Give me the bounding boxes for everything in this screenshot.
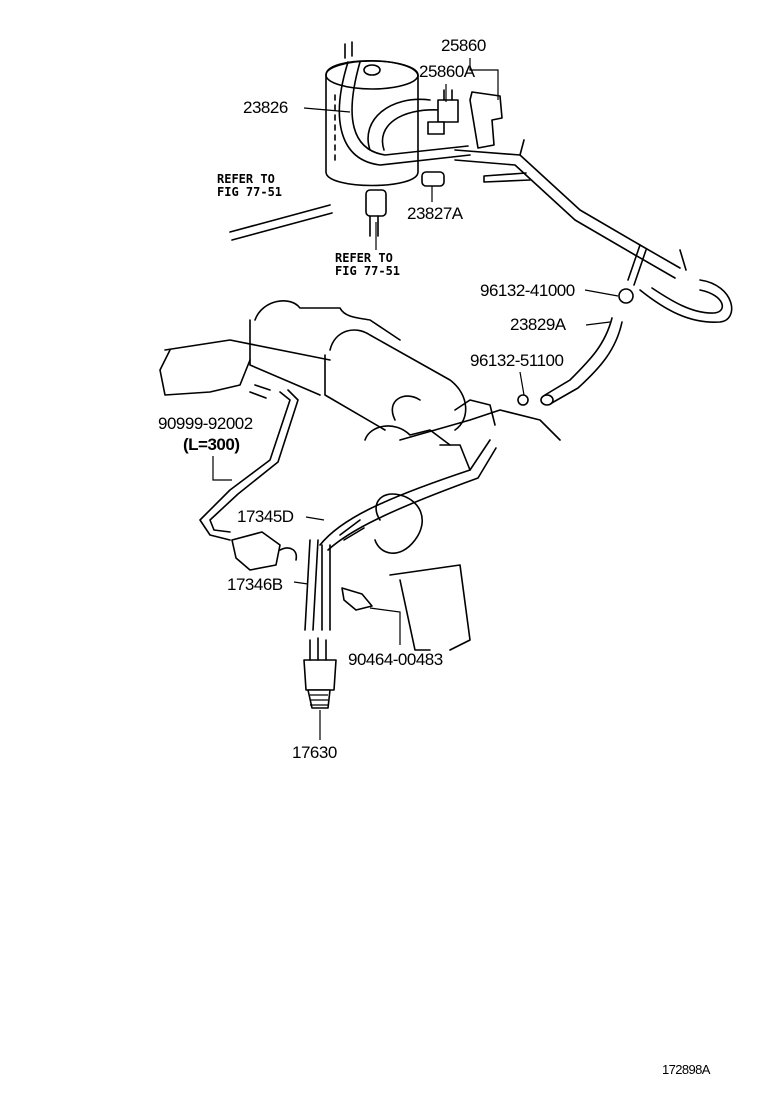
hose-23829a <box>517 288 634 406</box>
hose-17345d <box>304 439 497 631</box>
switch-17630 <box>303 637 337 709</box>
hose-23826 <box>338 61 471 166</box>
clip-90464 <box>341 587 373 611</box>
valve-17346b <box>231 531 298 571</box>
vsv-25860a <box>427 89 459 135</box>
part-label-23827a: 23827A <box>407 204 463 223</box>
part-label-96132-41000: 96132-41000 <box>480 281 575 300</box>
part-label-17346b: 17346B <box>227 575 283 594</box>
part-label-17630: 17630 <box>292 743 337 762</box>
figure-id: 172898A <box>662 1062 710 1077</box>
clamp-23827a <box>365 171 445 237</box>
part-label-25860a: 25860A <box>419 62 475 81</box>
part-label-90464-00483: 90464-00483 <box>348 650 443 669</box>
leader-lines <box>212 58 619 740</box>
part-label-23829a: 23829A <box>510 315 566 334</box>
part-label-25860: 25860 <box>441 36 486 55</box>
part-label-17345d: 17345D <box>237 507 294 526</box>
hose-90999 <box>199 384 299 541</box>
hose-left-ref <box>229 204 333 241</box>
part-label-length: (L=300) <box>183 435 240 454</box>
refer-note-2: REFER TO FIG 77-51 <box>335 252 400 277</box>
refer-note-2-line1: REFER TO <box>335 251 393 265</box>
fuel-tank <box>159 300 467 431</box>
vacuum-pipe <box>454 139 733 323</box>
refer-note-1-line1: REFER TO <box>217 172 275 186</box>
bracket-25860 <box>469 91 503 149</box>
refer-note-1-line2: FIG 77-51 <box>217 184 283 199</box>
refer-note-1: REFER TO FIG 77-51 <box>217 173 282 198</box>
part-label-23826: 23826 <box>243 98 288 117</box>
refer-note-2-line2: FIG 77-51 <box>335 263 401 278</box>
engine-block <box>364 399 561 651</box>
part-label-90999-92002: 90999-92002 <box>158 414 253 433</box>
part-label-96132-51100: 96132-51100 <box>470 351 564 370</box>
